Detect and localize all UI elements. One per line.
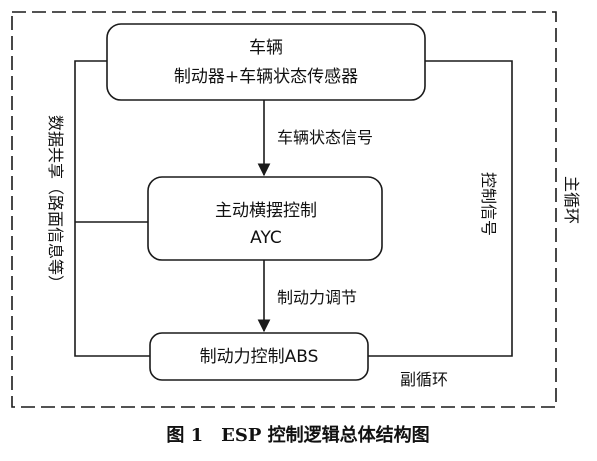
vehicle-subtitle: 制动器+车辆状态传感器: [174, 67, 358, 87]
control-signal-wire: [368, 60, 513, 357]
main-loop-label: 主循环: [562, 176, 581, 224]
main-loop-frame: [11, 11, 557, 408]
ayc-box: [147, 176, 383, 261]
abs-box: [149, 332, 369, 381]
figure-caption: 图 1 ESP 控制逻辑总体结构图: [166, 424, 429, 446]
abs-label: 制动力控制ABS: [200, 347, 319, 367]
sub-loop-label: 副循环: [400, 370, 448, 389]
ayc-subtitle: AYC: [250, 228, 282, 248]
control-signal-label: 控制信号: [479, 172, 498, 236]
vehicle-title: 车辆: [249, 38, 283, 58]
data-sharing-label: 数据共享（路面信息等）: [46, 115, 65, 291]
vehicle-state-signal-label: 车辆状态信号: [277, 128, 373, 147]
vehicle-box: [106, 23, 426, 101]
ayc-title: 主动横摆控制: [215, 201, 317, 221]
data-sharing-wire: [74, 60, 150, 357]
brake-force-adjust-label: 制动力调节: [277, 288, 357, 307]
